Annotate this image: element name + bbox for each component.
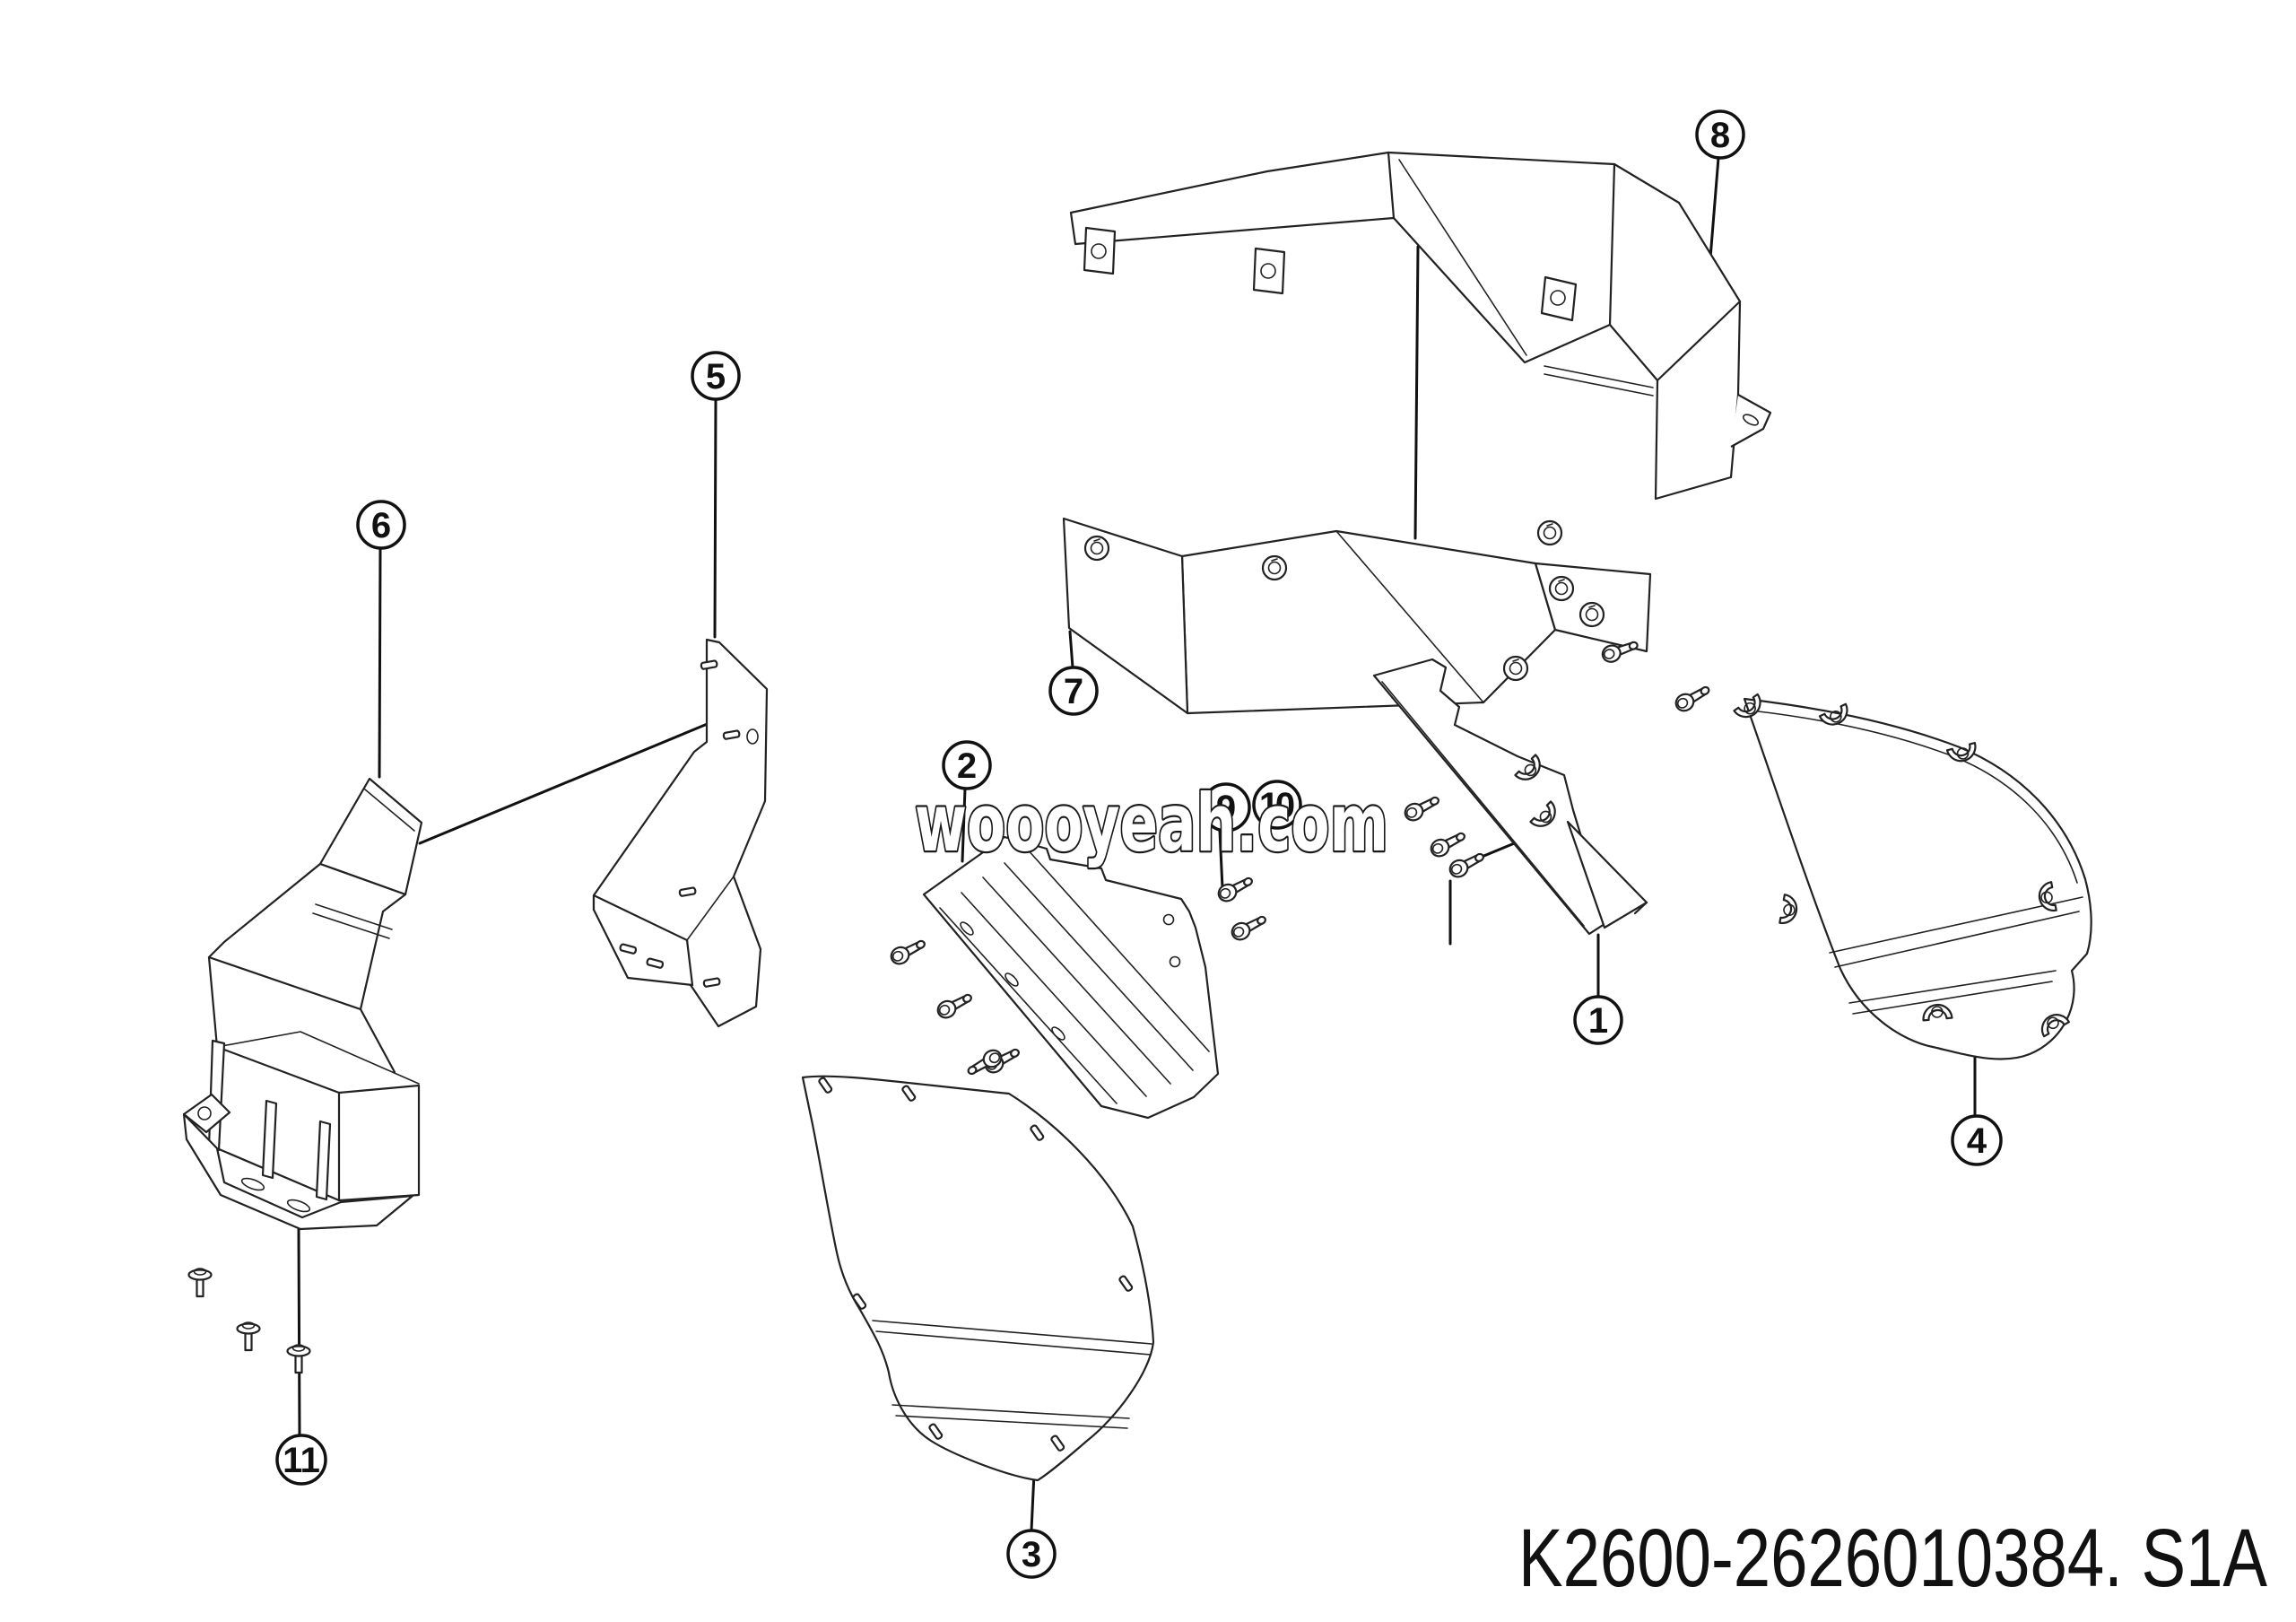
drawing-number: K2600-2626010384. S1A [1518,1513,2268,1604]
watermark-text: woooyeah.com [915,777,1388,869]
callout-number-1: 1 [1588,1001,1608,1041]
leader-line-5 [713,397,718,639]
screw [286,1343,311,1374]
bolt [1672,680,1714,715]
callout-circle-7 [1048,666,1099,716]
callout-number-3: 3 [1022,1535,1041,1574]
callout-circle-8 [1695,109,1745,160]
callout-5: 5 [691,351,741,401]
part-6-chute-assembly [182,777,423,1231]
callout-circle-3 [1006,1529,1057,1579]
part-3-side-shield [801,1075,1155,1482]
connector-part8-part7 [1413,245,1420,540]
callout-circle-5 [691,351,741,401]
screw [187,1267,213,1298]
part-7-support-bracket [1062,517,1652,715]
bolt-with-washer [963,1046,1005,1081]
part8-tab [1540,275,1578,322]
part-1-hook-bracket [1372,658,1648,936]
leader-line-7 [1068,630,1074,669]
callout-number-9: 9 [1216,789,1236,828]
part8-tab [1252,247,1286,295]
part-4-side-panel [1733,693,2092,1060]
leader-lines [297,156,1977,1532]
callout-2: 2 [942,740,992,790]
bolt [1228,910,1270,944]
callout-circle-2 [942,740,992,790]
part-8-top-cover-bracket [1069,151,1772,501]
part-2-deflector-plate [922,835,1220,1120]
leader-line-8 [1708,156,1720,271]
part-5-mounting-bracket [592,638,769,1028]
callout-3: 3 [1006,1529,1057,1579]
callout-circle-10 [1252,780,1302,830]
leader-line-6 [378,546,382,779]
callout-circle-1 [1573,995,1623,1045]
part8-foot-flange [1730,394,1772,448]
part8-tab [1083,226,1117,275]
connector-part5-part6 [418,721,711,845]
callout-6: 6 [356,500,406,550]
callout-circle-9 [1201,782,1251,833]
bolt [887,934,929,968]
leader-line-2 [961,787,967,863]
part6-base-plate [182,1112,414,1231]
callout-number-5: 5 [706,357,726,397]
screw [236,1321,261,1352]
callout-10: 10 [1252,780,1302,830]
callout-number-6: 6 [371,506,391,545]
leader-line-11 [297,1225,301,1437]
bolt [1401,790,1443,824]
callout-number-8: 8 [1710,116,1730,155]
callout-8: 8 [1695,109,1745,160]
callout-number-7: 7 [1064,672,1083,711]
bolt [934,988,976,1022]
leader-line-9 [1218,829,1224,890]
callout-number-11: 11 [283,1441,320,1480]
callout-11: 11 [275,1434,327,1486]
leader-line-3 [1030,1471,1036,1532]
bolt [1427,826,1469,860]
callout-circle-11 [275,1434,327,1486]
callout-number-10: 10 [1259,786,1295,825]
part1-gusset [1566,820,1648,929]
callout-balloons: 1 2 3 4 5 6 7 8 9 10 11 [275,109,2003,1579]
callout-1: 1 [1573,995,1623,1045]
part5-foot [592,894,694,987]
callout-7: 7 [1048,666,1099,716]
callout-circle-6 [356,500,406,550]
callout-number-2: 2 [957,746,977,786]
callout-number-4: 4 [1967,1121,1987,1161]
callout-9: 9 [1201,782,1251,833]
callout-circle-4 [1951,1114,2003,1166]
callout-4: 4 [1951,1114,2003,1166]
bolt [1446,847,1488,881]
